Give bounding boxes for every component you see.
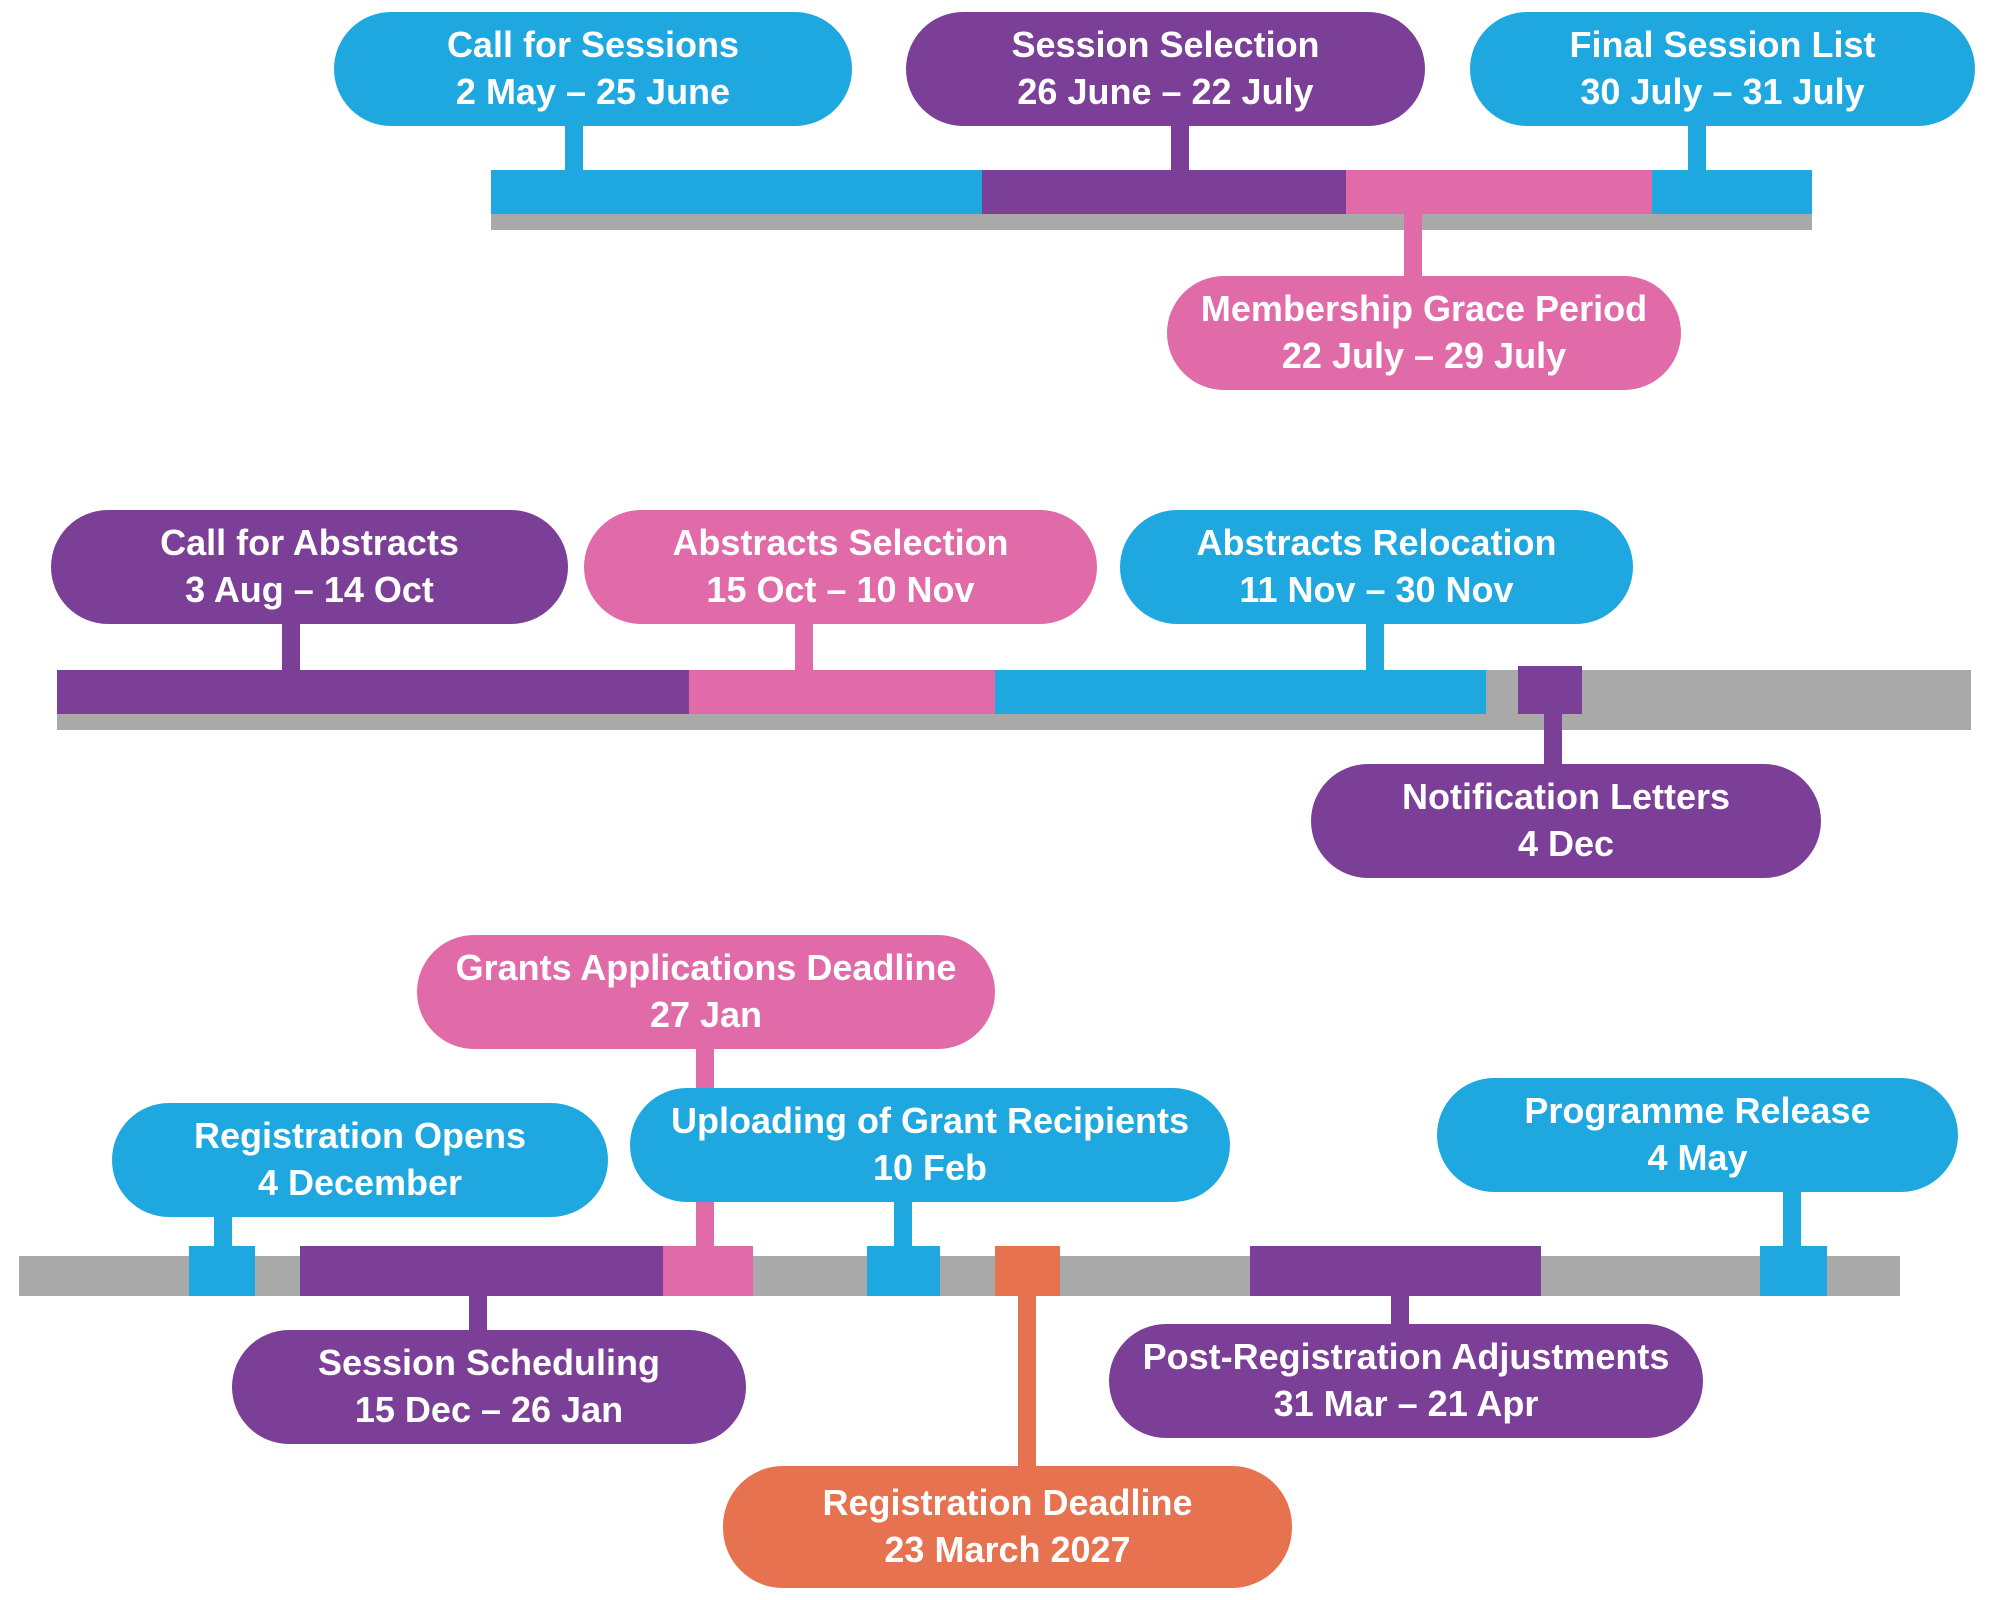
timeline-1-segment-final-session-list <box>1652 170 1812 214</box>
event-dates: 15 Oct – 10 Nov <box>706 569 975 610</box>
event-dates: 11 Nov – 30 Nov <box>1239 569 1514 610</box>
event-dates: 4 Dec <box>1517 823 1615 864</box>
event-dates: 10 Feb <box>872 1147 988 1188</box>
timeline-2-segment-call-for-abstracts <box>57 670 689 714</box>
event-pill-registration-deadline: Registration Deadline 23 March 2027 <box>723 1466 1292 1588</box>
event-pill-abstracts-selection: Abstracts Selection 15 Oct – 10 Nov <box>584 510 1097 624</box>
timeline-2-segment-abstracts-selection <box>689 670 995 714</box>
event-title: Post-Registration Adjustments <box>1142 1336 1670 1378</box>
event-pill-abstracts-relocation: Abstracts Relocation 11 Nov – 30 Nov <box>1120 510 1633 624</box>
event-dates: 2 May – 25 June <box>455 71 731 112</box>
event-title: Registration Opens <box>193 1115 527 1157</box>
timeline-2-shadow <box>57 714 1971 730</box>
connector-abstracts-selection <box>795 616 813 676</box>
timeline-1-segment-session-selection <box>982 170 1346 214</box>
event-pill-uploading-of-grant-recipients: Uploading of Grant Recipients 10 Feb <box>630 1088 1230 1202</box>
event-dates: 31 Mar – 21 Apr <box>1273 1383 1539 1424</box>
event-dates: 4 May <box>1647 1137 1748 1178</box>
connector-session-scheduling <box>469 1290 487 1334</box>
connector-call-for-sessions <box>565 118 583 176</box>
event-pill-call-for-sessions: Call for Sessions 2 May – 25 June <box>334 12 852 126</box>
event-dates: 22 July – 29 July <box>1281 335 1567 376</box>
marker-grants-applications-deadline <box>663 1246 753 1296</box>
connector-final-session-list <box>1688 118 1706 176</box>
event-pill-registration-opens: Registration Opens 4 December <box>112 1103 608 1217</box>
timeline-1-segment-membership-grace-period <box>1346 170 1652 214</box>
connector-abstracts-relocation <box>1366 616 1384 676</box>
event-pill-post-registration-adjustments: Post-Registration Adjustments 31 Mar – 2… <box>1109 1324 1703 1438</box>
event-title: Membership Grace Period <box>1200 288 1648 330</box>
connector-uploading-of-grant-recipients <box>894 1194 912 1260</box>
connector-notification-letters <box>1544 710 1562 768</box>
event-dates: 15 Dec – 26 Jan <box>354 1389 624 1430</box>
event-pill-membership-grace-period: Membership Grace Period 22 July – 29 Jul… <box>1167 276 1681 390</box>
marker-programme-release <box>1760 1246 1827 1296</box>
timeline-1-segment-call-for-sessions <box>491 170 982 214</box>
marker-notification-letters <box>1518 666 1582 714</box>
connector-post-registration-adjustments <box>1391 1290 1409 1328</box>
event-title: Abstracts Selection <box>672 522 1009 564</box>
event-title: Uploading of Grant Recipients <box>670 1100 1190 1142</box>
connector-session-selection <box>1171 118 1189 176</box>
marker-registration-deadline <box>995 1246 1060 1296</box>
marker-post-registration-adjustments <box>1250 1246 1541 1296</box>
event-title: Grants Applications Deadline <box>455 947 957 989</box>
event-dates: 23 March 2027 <box>884 1529 1131 1570</box>
timeline-1-shadow <box>491 214 1812 230</box>
event-title: Call for Sessions <box>446 24 740 66</box>
event-pill-session-scheduling: Session Scheduling 15 Dec – 26 Jan <box>232 1330 746 1444</box>
marker-session-scheduling <box>300 1246 663 1296</box>
event-dates: 4 December <box>257 1162 463 1203</box>
event-title: Registration Deadline <box>822 1482 1193 1524</box>
event-title: Abstracts Relocation <box>1196 522 1557 564</box>
event-title: Session Selection <box>1011 24 1320 66</box>
timeline-2-segment-abstracts-relocation <box>995 670 1486 714</box>
event-dates: 30 July – 31 July <box>1580 71 1865 112</box>
marker-registration-opens <box>189 1246 255 1296</box>
event-pill-session-selection: Session Selection 26 June – 22 July <box>906 12 1425 126</box>
event-title: Session Scheduling <box>317 1342 661 1384</box>
connector-programme-release <box>1783 1184 1801 1260</box>
event-pill-grants-applications-deadline: Grants Applications Deadline 27 Jan <box>417 935 995 1049</box>
event-pill-notification-letters: Notification Letters 4 Dec <box>1311 764 1821 878</box>
event-pill-final-session-list: Final Session List 30 July – 31 July <box>1470 12 1975 126</box>
event-dates: 3 Aug – 14 Oct <box>185 569 434 610</box>
event-title: Final Session List <box>1569 24 1876 66</box>
connector-registration-deadline <box>1018 1290 1036 1470</box>
event-dates: 26 June – 22 July <box>1017 71 1314 112</box>
marker-uploading-of-grant-recipients <box>867 1246 940 1296</box>
event-title: Programme Release <box>1524 1090 1871 1132</box>
event-dates: 27 Jan <box>649 994 763 1035</box>
event-title: Notification Letters <box>1401 776 1731 818</box>
event-pill-call-for-abstracts: Call for Abstracts 3 Aug – 14 Oct <box>51 510 568 624</box>
connector-call-for-abstracts <box>282 616 300 676</box>
event-pill-programme-release: Programme Release 4 May <box>1437 1078 1958 1192</box>
event-title: Call for Abstracts <box>160 522 459 564</box>
connector-membership-grace-period <box>1404 206 1422 280</box>
